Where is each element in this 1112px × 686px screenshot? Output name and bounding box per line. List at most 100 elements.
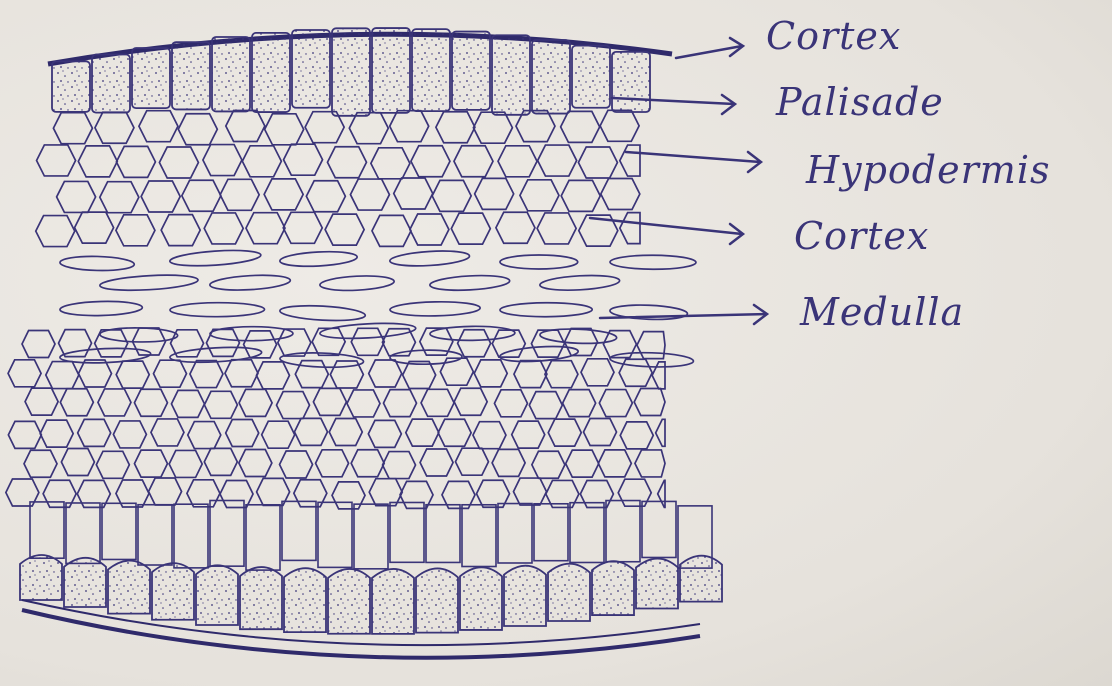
parenchyma-cell: [256, 362, 289, 389]
parenchyma-cell: [206, 329, 239, 356]
parenchyma-cell: [116, 361, 149, 388]
parenchyma-cell: [382, 329, 415, 356]
parenchyma-cell: [581, 359, 614, 386]
column-cell: [354, 504, 388, 569]
parenchyma-cell: [432, 180, 471, 211]
epidermis-cell: [548, 564, 590, 621]
medulla-cell: [430, 274, 511, 292]
parenchyma-cell: [455, 448, 488, 475]
parenchyma-cell: [284, 144, 323, 175]
medulla-cell: [60, 256, 135, 272]
parenchyma-cell: [313, 388, 346, 415]
parenchyma-cell: [454, 146, 493, 177]
epidermis-cell: [636, 559, 678, 609]
label-palisade: Palisade: [776, 80, 944, 124]
medulla-cell: [539, 274, 619, 292]
parenchyma-cell: [294, 418, 327, 445]
parenchyma-cell: [46, 362, 79, 389]
parenchyma-cell: [566, 450, 599, 477]
parenchyma-cell: [220, 179, 259, 210]
parenchyma-cell: [369, 479, 402, 506]
bottom-stippled-layer: [20, 555, 722, 634]
parenchyma-cell: [306, 181, 345, 212]
parenchyma-cell: [532, 451, 565, 478]
medulla-cell: [500, 302, 592, 316]
parenchyma-cell: [40, 420, 73, 447]
parenchyma-cell: [141, 181, 180, 212]
epidermis-cell: [196, 565, 238, 625]
parenchyma-cell: [531, 330, 564, 357]
parenchyma-cell: [159, 147, 198, 178]
column-cell: [102, 503, 136, 559]
column-cell: [174, 504, 208, 568]
parenchyma-cell: [420, 449, 453, 476]
label-medulla: Medulla: [800, 290, 964, 334]
epidermis-cell: [64, 558, 106, 607]
parenchyma-cell: [598, 450, 631, 477]
parenchyma-cell: [190, 361, 223, 388]
parenchyma-cell: [264, 179, 303, 210]
parenchyma-cell: [372, 215, 411, 246]
palisade-cell: [612, 52, 650, 112]
parenchyma-cell: [498, 146, 537, 177]
parenchyma-cell: [529, 392, 562, 419]
parenchyma-cell: [473, 422, 506, 449]
medulla-cells: [60, 248, 696, 369]
column-cell: [570, 503, 604, 563]
palisade-cell: [532, 40, 570, 114]
parenchyma-cell: [182, 180, 221, 211]
medulla-cell: [610, 255, 696, 269]
parenchyma-cell: [98, 389, 131, 416]
parenchyma-cell: [188, 422, 221, 449]
medulla-cell: [169, 248, 261, 268]
medulla-cell: [209, 273, 290, 292]
parenchyma-cell: [513, 478, 546, 505]
parenchyma-cell: [305, 112, 344, 143]
label-cortex-top: Cortex: [766, 14, 901, 58]
parenchyma-cell: [475, 178, 514, 209]
parenchyma-cell: [634, 389, 665, 416]
parenchyma-cell: [61, 448, 94, 475]
arrow-cortex-top: [676, 38, 743, 58]
parenchyma-cell: [451, 213, 490, 244]
parenchyma-cell: [394, 178, 433, 209]
parenchyma-cell: [351, 450, 384, 477]
parenchyma-cell: [149, 478, 182, 505]
column-cell: [606, 501, 640, 562]
parenchyma-cell: [171, 390, 204, 417]
lower-palisade-columns: [30, 501, 712, 571]
parenchyma-cell: [278, 329, 311, 356]
parenchyma-cell: [384, 390, 417, 417]
lower-cortex-cells: [6, 328, 665, 509]
parenchyma-cell: [474, 360, 507, 387]
column-cell: [138, 505, 172, 565]
column-cell: [246, 505, 280, 570]
epidermis-cell: [460, 567, 502, 630]
label-cortex-mid: Cortex: [794, 214, 929, 258]
medulla-cell: [280, 250, 358, 268]
parenchyma-cell: [371, 148, 410, 179]
label-hypodermis: Hypodermis: [806, 148, 1050, 192]
parenchyma-cell: [347, 390, 380, 417]
medulla-cell: [390, 301, 480, 317]
column-cell: [66, 503, 100, 563]
parenchyma-cell: [516, 111, 555, 142]
parenchyma-cell: [537, 213, 576, 244]
parenchyma-cell: [153, 360, 186, 387]
parenchyma-cell: [116, 146, 155, 177]
column-cell: [210, 501, 244, 567]
epidermis-cell: [680, 556, 722, 602]
parenchyma-cell: [246, 213, 285, 244]
epidermis-cell: [20, 555, 62, 600]
parenchyma-cell: [512, 421, 545, 448]
medulla-cell: [389, 249, 469, 268]
parenchyma-cell: [496, 212, 535, 243]
parenchyma-cell: [78, 360, 111, 387]
parenchyma-cell: [411, 146, 450, 177]
palisade-cell: [492, 35, 530, 115]
parenchyma-cell: [383, 452, 416, 479]
parenchyma-cell: [601, 179, 640, 210]
parenchyma-cell: [458, 330, 491, 357]
